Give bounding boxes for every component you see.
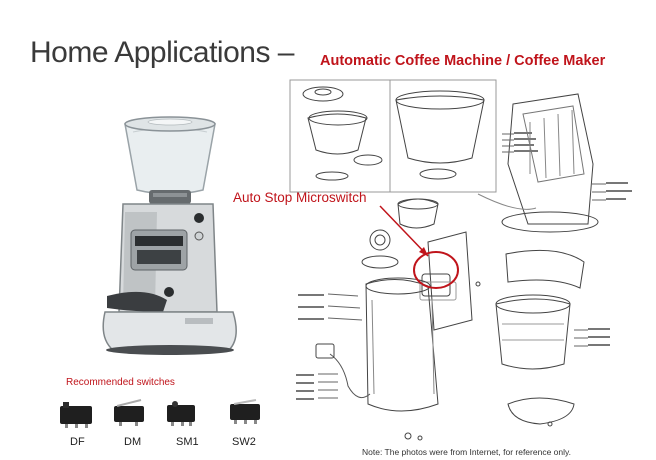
recommended-switches-label: Recommended switches (66, 377, 175, 388)
exploded-parts-diagram (289, 79, 632, 441)
switch-label-df: DF (70, 436, 85, 448)
switch-image-sm1 (167, 401, 195, 426)
switch-image-sw2 (230, 399, 260, 424)
coffee-grinder-photo (102, 116, 237, 355)
microswitch-highlight-circle (413, 251, 459, 289)
switch-label-sw2: SW2 (232, 436, 256, 448)
callout-arrow (379, 205, 429, 257)
slide-subtitle: Automatic Coffee Machine / Coffee Maker (320, 53, 606, 69)
switch-image-df (60, 402, 92, 428)
switch-label-sm1: SM1 (176, 436, 199, 448)
microswitch-callout: Auto Stop Microswitch (233, 190, 367, 205)
switch-label-dm: DM (124, 436, 142, 448)
slide-title: Home Applications – (30, 36, 295, 69)
reference-note: Note: The photos were from Internet, for… (362, 447, 571, 457)
switch-image-dm (114, 399, 144, 426)
